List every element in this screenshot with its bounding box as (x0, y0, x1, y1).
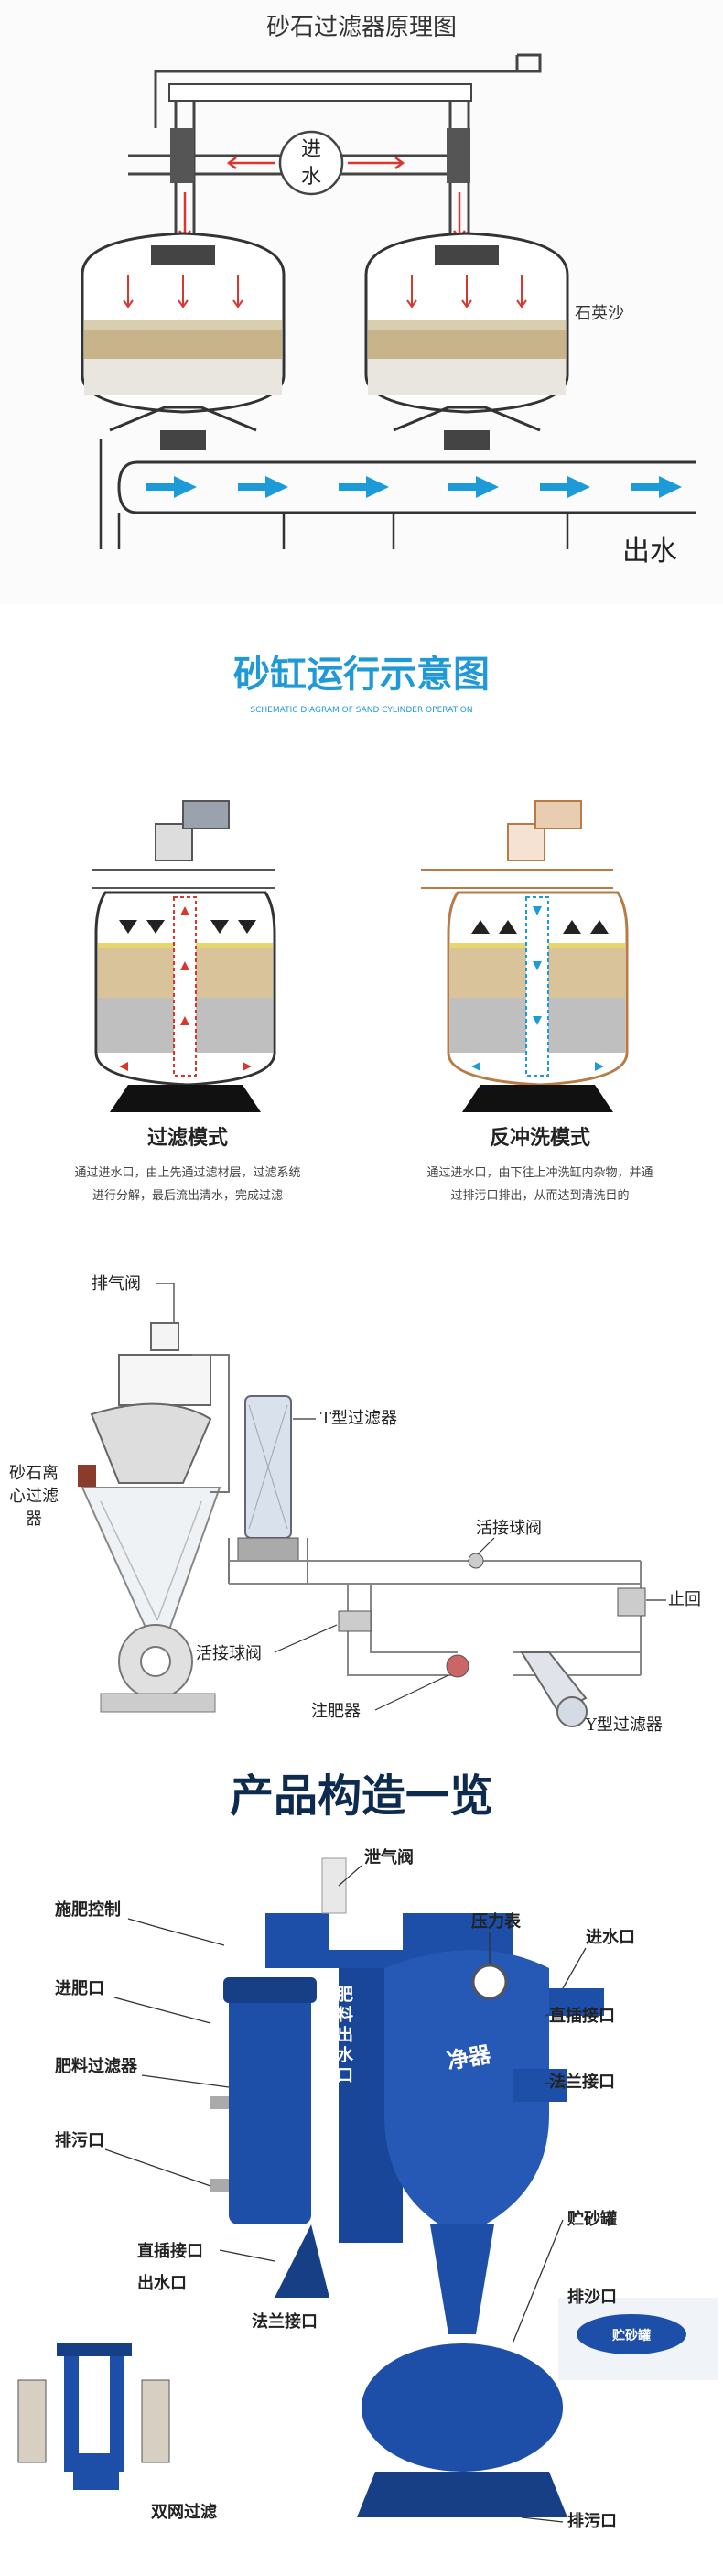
outlet-label: 出水 (622, 536, 677, 568)
sand-tank-right (364, 232, 569, 450)
filter-mode-desc-2: 进行分解，最后流出清水，完成过滤 (92, 1189, 283, 1203)
union-ball-valve-left (338, 1610, 372, 1632)
cyclone-body: 净器 (265, 1857, 604, 2517)
fert-outlet-vertical-char: 口 (337, 2066, 353, 2085)
pressure-gauge (471, 1964, 508, 2000)
sand-cyclone-filter (78, 1322, 230, 1713)
sand-filter-principle-section: 砂石过滤器原理图 进 水 (0, 0, 723, 604)
fertilizer-filter-unit (210, 1977, 329, 2298)
sand-tank-thumbnail: 贮砂罐 (558, 2298, 718, 2380)
air-valve-label: 排气阀 (92, 1274, 141, 1293)
fert-outlet-vertical-char: 出 (337, 2025, 353, 2045)
valve-right (447, 128, 470, 183)
sand-discharge-label: 排沙口 (567, 2287, 617, 2307)
double-screen-label: 双网过滤 (151, 2502, 217, 2522)
filter-mode-desc-1: 通过进水口，由上先通过滤材层，过滤系统 (74, 1166, 300, 1180)
filter-mode-title: 过滤模式 (147, 1127, 228, 1150)
sand-tank-left (81, 232, 286, 450)
section1-title: 砂石过滤器原理图 (266, 14, 457, 41)
union-valve-right-label: 活接球阀 (476, 1519, 542, 1538)
direct-joint-left-label: 直插接口 (137, 2241, 203, 2261)
sand-cyclone-label-1: 砂石离 (9, 1464, 59, 1483)
outlet-label-product: 出水口 (137, 2273, 187, 2293)
flange-right-label: 法兰接口 (549, 2072, 615, 2092)
sand-tank-thumb-label: 贮砂罐 (611, 2328, 651, 2343)
inlet-label: 进水口 (586, 1927, 635, 1947)
fert-outlet-vertical-char: 料 (337, 2005, 353, 2025)
drain-left-label: 排污口 (55, 2130, 104, 2150)
product-structure-section: 产品构造一览 净器 (0, 1748, 723, 2576)
sand-cylinder-operation-section: 砂缸运行示意图 SCHEMATIC DIAGRAM OF SAND CYLIND… (0, 604, 723, 1236)
fert-outlet-vertical-char: 肥 (336, 1986, 353, 2005)
system-layout-section: 排气阀 砂石离 心过滤 器 T型过滤器 (0, 1236, 723, 1748)
section2-subtitle: SCHEMATIC DIAGRAM OF SAND CYLINDER OPERA… (250, 706, 472, 715)
filter-mode-tank (92, 800, 276, 1112)
y-filter (520, 1651, 588, 1727)
section2-title: 砂缸运行示意图 (233, 654, 490, 696)
sand-cyclone-label-2: 心过滤 (9, 1487, 59, 1506)
fert-control-label: 施肥控制 (55, 1900, 121, 1920)
t-filter-label: T型过滤器 (320, 1409, 397, 1428)
union-ball-valve-right (468, 1553, 484, 1569)
fert-outlet-vertical-label: 肥料出水口 (336, 1986, 354, 2085)
quartz-sand-label: 石英沙 (575, 304, 624, 323)
check-valve-label: 止回 (668, 1590, 701, 1609)
product-structure-diagram: 产品构造一览 净器 (17, 1770, 718, 2531)
y-filter-label: Y型过滤器 (585, 1716, 663, 1735)
t-filter (228, 1395, 308, 1584)
backwash-mode-tank (421, 800, 629, 1112)
direct-joint-right-label: 直插接口 (549, 2006, 615, 2026)
fertilizer-injector-label: 注肥器 (311, 1702, 361, 1721)
sand-cylinder-operation-diagram: 砂缸运行示意图 SCHEMATIC DIAGRAM OF SAND CYLIND… (74, 654, 653, 1203)
sand-filter-principle-diagram: 砂石过滤器原理图 进 水 (81, 14, 696, 568)
fert-inlet-label: 进肥口 (55, 1979, 104, 1998)
backwash-mode-title: 反冲洗模式 (490, 1127, 590, 1150)
fert-outlet-vertical-char: 水 (337, 2045, 354, 2065)
union-valve-left-label: 活接球阀 (196, 1644, 262, 1663)
sand-cyclone-label-3: 器 (26, 1510, 42, 1529)
inlet-circle (278, 130, 344, 196)
air-release-label: 泄气阀 (364, 1847, 414, 1867)
inlet-label-2: 水 (301, 166, 321, 189)
outlet-flow-arrows (146, 476, 682, 498)
check-valve (617, 1587, 646, 1617)
sand-tank-label: 贮砂罐 (567, 2209, 617, 2229)
fertilizer-injector (446, 1654, 469, 1678)
pressure-gauge-label: 压力表 (471, 1911, 522, 1932)
air-release-valve (321, 1857, 347, 1914)
drain-right-label: 排污口 (567, 2511, 617, 2531)
backwash-mode-desc-1: 通过进水口，由下往上冲洗缸内杂物，并通 (426, 1165, 653, 1180)
section4-title: 产品构造一览 (230, 1770, 493, 1822)
valve-left (170, 128, 194, 183)
double-screen-filter (17, 2343, 170, 2490)
backwash-mode-desc-2: 过排污口排出，从而达到清洗目的 (450, 1188, 629, 1203)
system-layout-diagram: 排气阀 砂石离 心过滤 器 T型过滤器 (9, 1274, 701, 1735)
fert-filter-label: 肥料过滤器 (54, 2056, 138, 2076)
flange-left-label: 法兰接口 (252, 2311, 318, 2332)
inlet-label-1: 进 (301, 138, 321, 161)
